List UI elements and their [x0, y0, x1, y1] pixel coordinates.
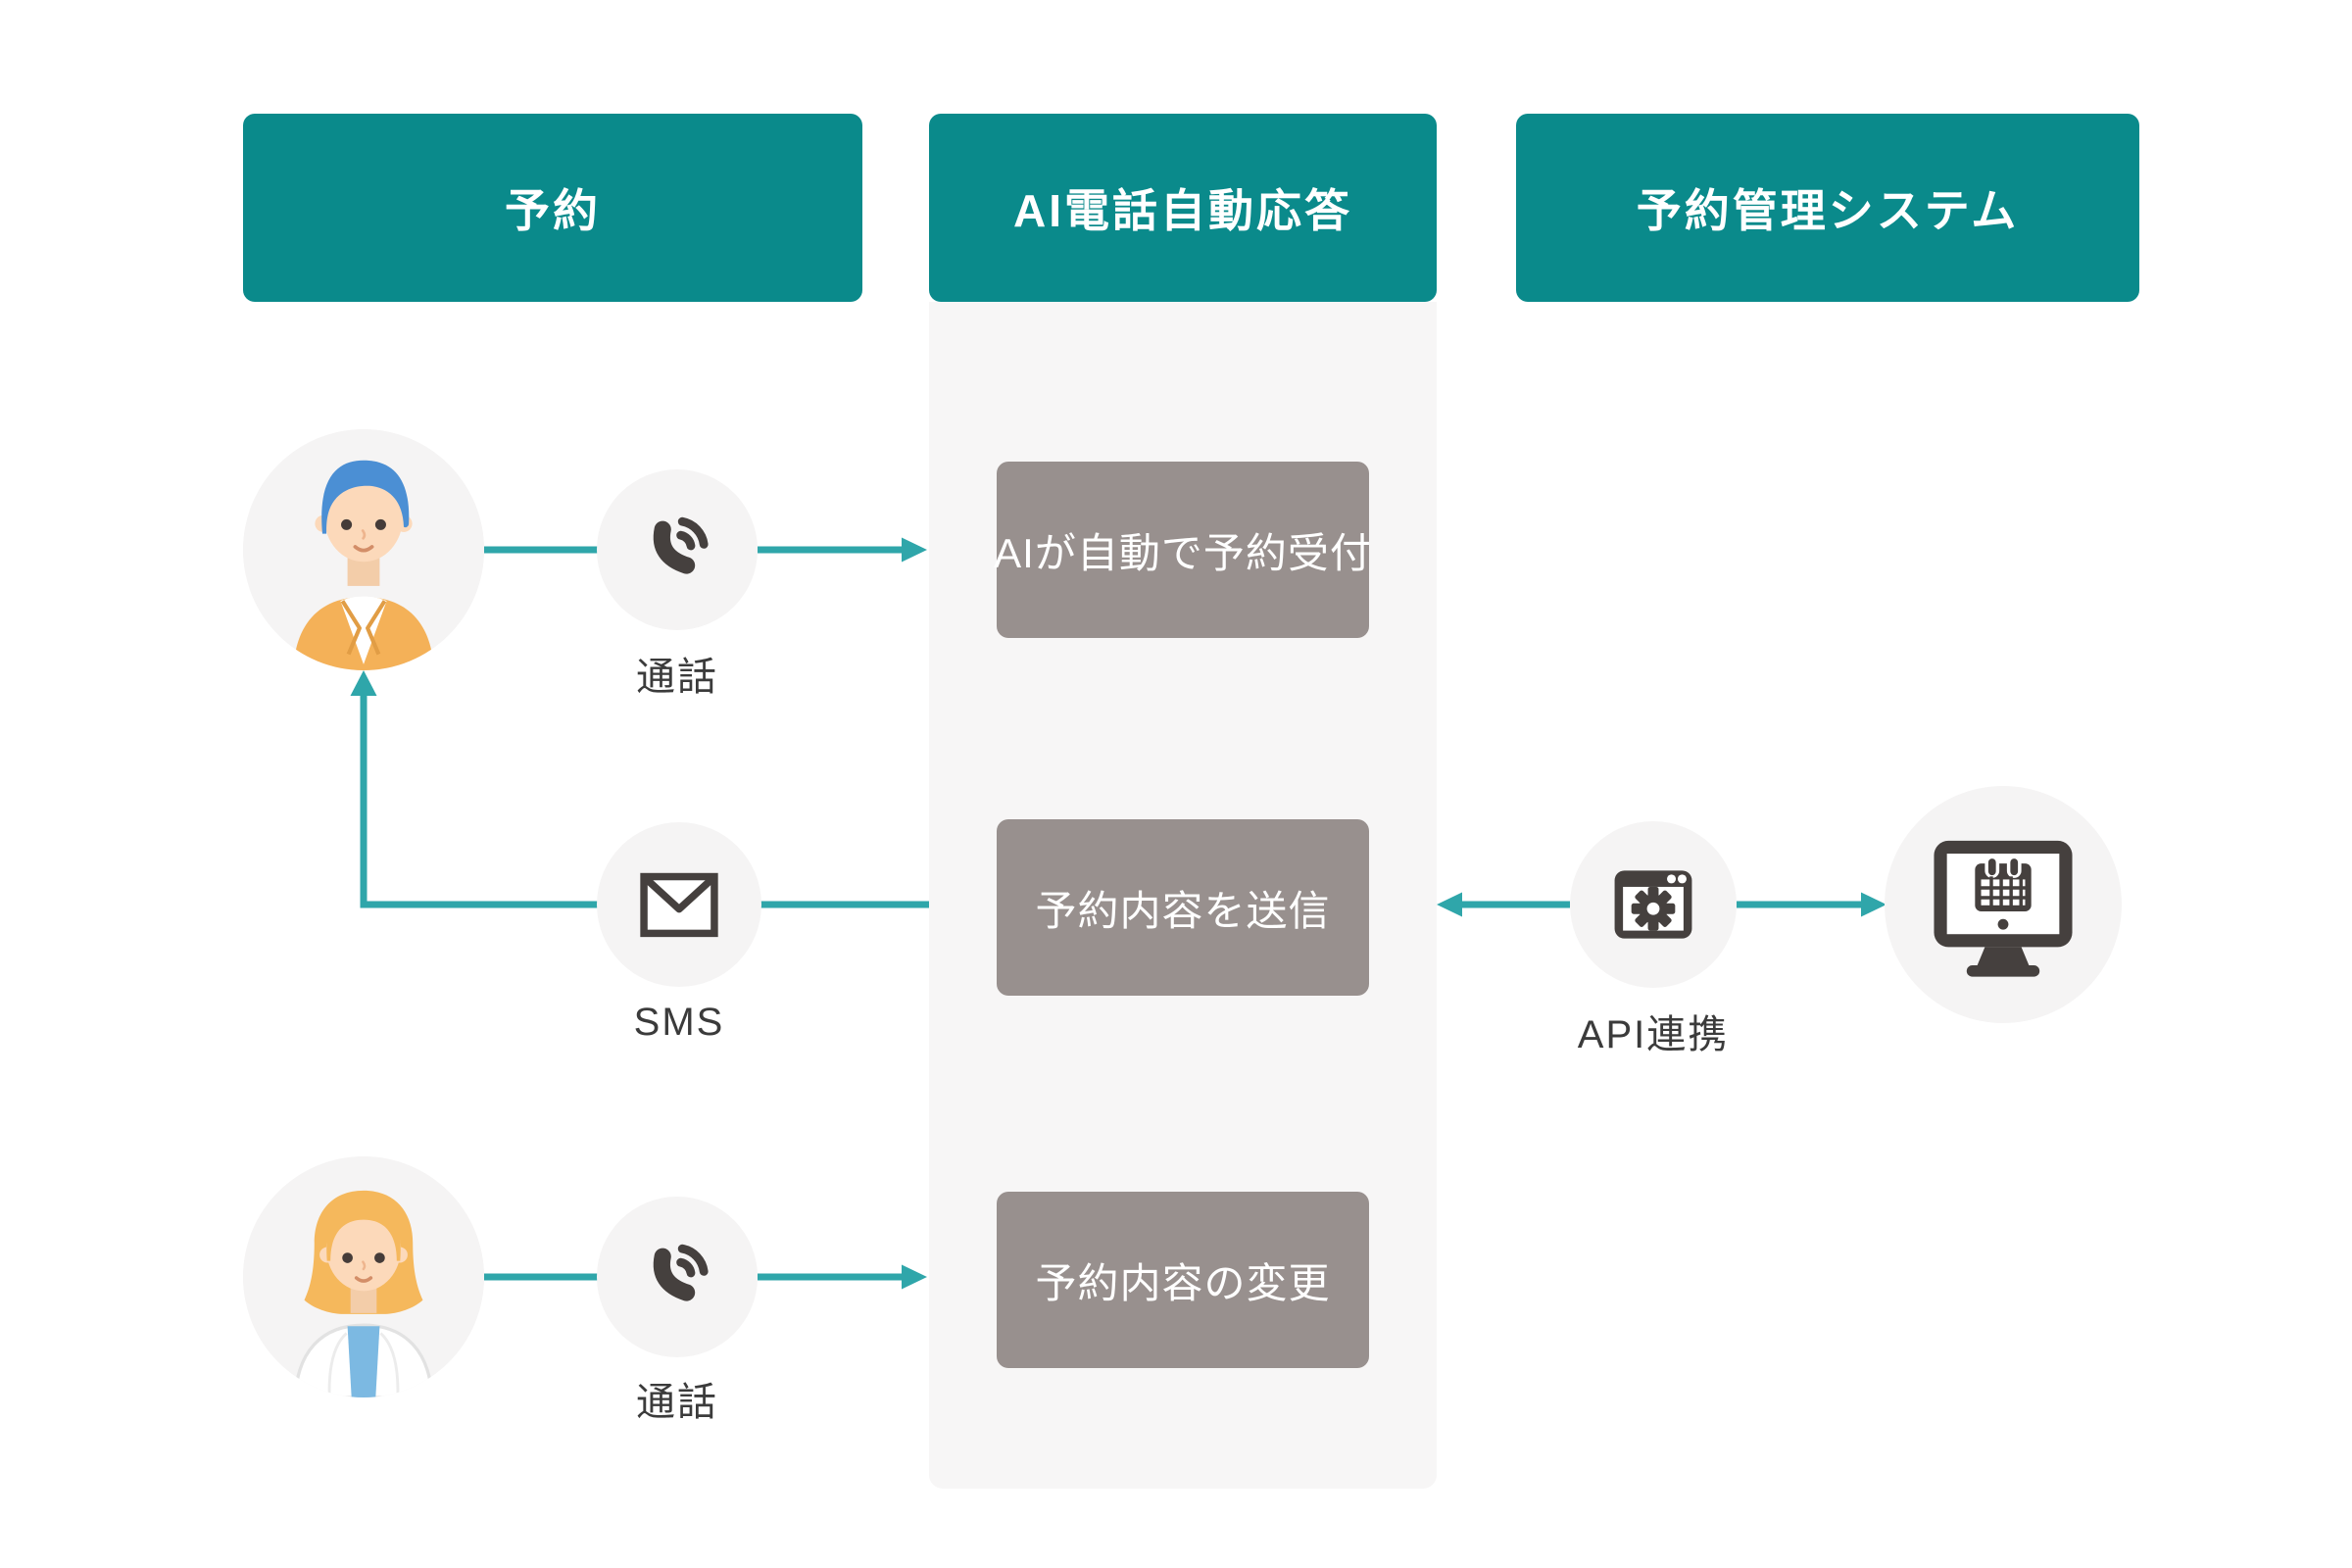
calendar-glyph [1975, 856, 2032, 911]
api-icon-circle [1570, 821, 1737, 988]
call-icon-circle-bottom [597, 1197, 758, 1357]
header-reservation: 予約 [243, 114, 862, 302]
flow-box-send-details-label: 予約内容を送信 [1035, 887, 1331, 934]
flow-box-change-details: 予約内容の変更 [997, 1192, 1369, 1368]
sms-icon-circle [597, 822, 761, 987]
caption-api: API連携 [1577, 1013, 1730, 1056]
flow-box-send-details: 予約内容を送信 [997, 819, 1369, 996]
arrow-api-to-box [1437, 892, 1570, 917]
header-management-label: 予約管理システム [1636, 185, 2020, 236]
flow-box-auto-receive: AIが自動で予約受付 [994, 462, 1372, 638]
envelope-icon [640, 872, 718, 938]
caption-sms: SMS [633, 1001, 725, 1044]
customer-avatar-top [243, 429, 484, 670]
caption-call-bottom: 通話 [636, 1381, 718, 1424]
phone-call-icon [653, 516, 709, 574]
call-icon-circle-top [597, 469, 758, 630]
monitor-calendar-icon [1934, 840, 2073, 977]
header-ai-phone-label: AI電話自動応答 [1013, 185, 1352, 236]
arrow-api-to-system [1737, 892, 1886, 917]
header-reservation-label: 予約 [505, 185, 601, 236]
phone-call-icon [653, 1244, 709, 1301]
header-reservation-management-system: 予約管理システム [1516, 114, 2139, 302]
flow-box-auto-receive-label: AIが自動で予約受付 [994, 529, 1372, 576]
female-customer-avatar-icon [243, 1156, 484, 1397]
gear-window-icon [1614, 870, 1692, 939]
customer-avatar-bottom [243, 1156, 484, 1397]
system-icon-circle [1885, 786, 2122, 1023]
caption-call-top: 通話 [636, 656, 718, 699]
flow-box-change-details-label: 予約内容の変更 [1035, 1259, 1331, 1306]
male-customer-avatar-icon [243, 429, 484, 670]
header-ai-phone-auto-answer: AI電話自動応答 [929, 114, 1437, 302]
